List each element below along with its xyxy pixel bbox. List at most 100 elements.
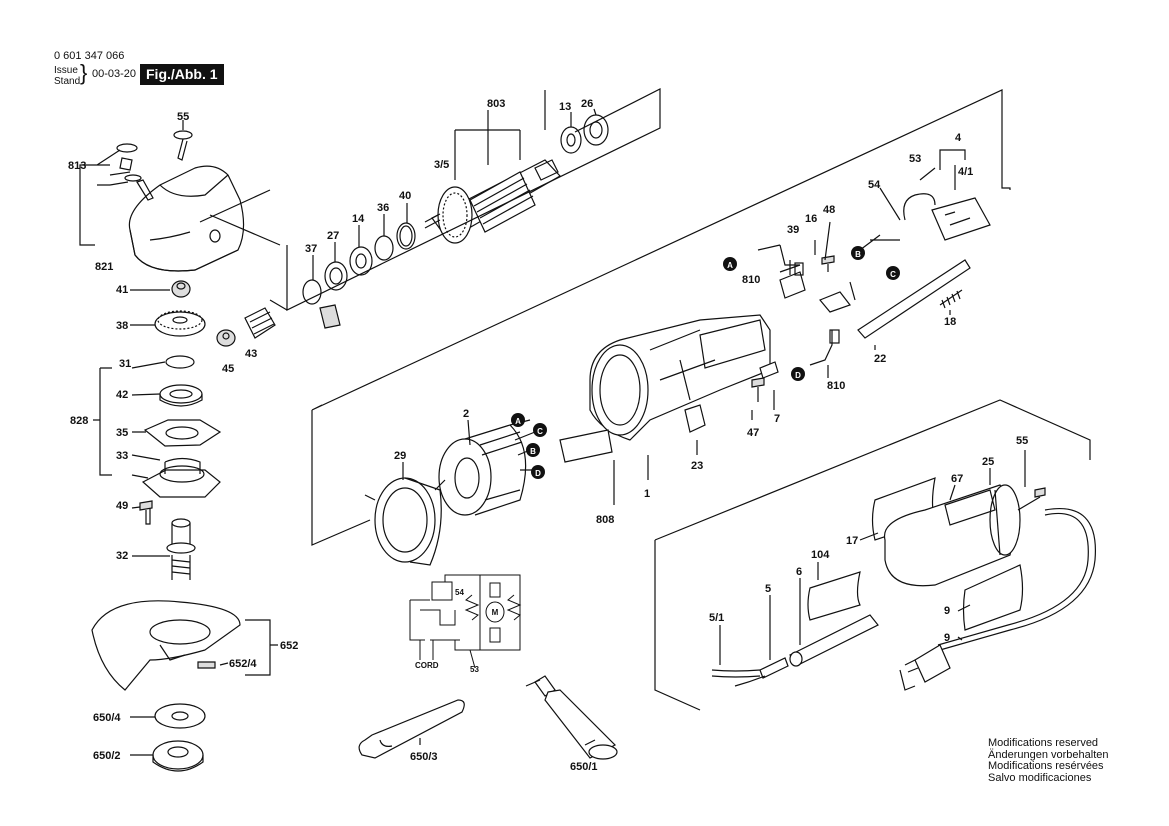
nut-650-2 <box>152 740 204 772</box>
screw-55-top <box>173 130 193 161</box>
label-23: 23 <box>691 460 703 472</box>
svg-text:C: C <box>890 270 896 279</box>
schematic-motor-symbol: M <box>492 608 499 617</box>
connector-C-top: C <box>886 266 900 280</box>
issue-date: 00-03-20 <box>92 68 137 80</box>
label-55-right: 55 <box>1016 435 1028 447</box>
wire-53 <box>859 193 936 251</box>
modifications-line-es: Salvo modificaciones <box>988 771 1092 784</box>
label-47: 47 <box>747 427 759 439</box>
brush-810b <box>809 329 840 366</box>
label-652: 652 <box>280 640 298 652</box>
connector-A-field: A <box>511 413 525 427</box>
svg-text:A: A <box>727 261 733 270</box>
nameplate-67 <box>944 489 996 526</box>
guard-652 <box>91 600 241 691</box>
screw-49 <box>139 500 153 525</box>
handle-650-1 <box>525 675 618 760</box>
label-42: 42 <box>116 389 128 401</box>
accessory-frame <box>654 399 1091 711</box>
label-650-3: 650/3 <box>410 751 438 763</box>
leader-lines-left <box>79 120 278 756</box>
svg-text:A: A <box>515 417 521 426</box>
washer-36 <box>374 235 394 261</box>
stand-label: Stand <box>54 76 81 87</box>
label-4: 4 <box>955 132 962 144</box>
label-821: 821 <box>95 261 113 273</box>
label-49: 49 <box>116 500 128 512</box>
screw-48 <box>821 255 835 272</box>
label-16: 16 <box>805 213 817 225</box>
label-6: 6 <box>796 566 802 578</box>
leader-lines-switch <box>402 149 966 505</box>
part-number: 0 601 347 066 <box>54 50 125 62</box>
label-45: 45 <box>222 363 234 375</box>
bevel-gear-38 <box>154 310 206 337</box>
label-40: 40 <box>399 190 411 202</box>
connector-C-field: C <box>533 423 547 437</box>
label-810-top: 810 <box>742 274 760 286</box>
armature-frame <box>199 88 661 311</box>
label-33: 33 <box>116 450 128 462</box>
svg-text:D: D <box>795 371 801 380</box>
connector-B-top: B <box>851 246 865 260</box>
label-2: 2 <box>463 408 469 420</box>
connector-D-field: D <box>531 465 545 479</box>
leader-lines-armature <box>312 90 597 280</box>
bearing-42 <box>159 384 203 407</box>
screw-55-right <box>1017 487 1046 511</box>
label-650-2: 650/2 <box>93 750 121 762</box>
svg-text:B: B <box>855 250 861 259</box>
modifications-line-fr: Modifications resérvées <box>988 760 1104 772</box>
motor-housing-1 <box>589 314 771 441</box>
wires-5-1 <box>711 669 766 687</box>
label-5-1: 5/1 <box>709 612 724 624</box>
flange-650-4 <box>154 703 206 729</box>
label-27: 27 <box>327 230 339 242</box>
bearing-flange-33 <box>141 457 221 498</box>
brace-glyph: } <box>80 60 88 85</box>
brush-810a <box>757 244 804 276</box>
schematic-label-54: 54 <box>455 588 464 597</box>
label-55-top: 55 <box>177 111 189 123</box>
label-31: 31 <box>119 358 131 370</box>
fan-baffle-29 <box>364 477 446 566</box>
insulation-808 <box>559 429 613 463</box>
cable-5 <box>759 657 789 679</box>
nut-41 <box>171 280 191 298</box>
label-5: 5 <box>765 583 771 595</box>
field-2 <box>438 419 536 516</box>
label-17: 17 <box>846 535 858 547</box>
figure-label: Fig./Abb. 1 <box>140 64 224 85</box>
spring-washer-40 <box>396 222 416 250</box>
label-54: 54 <box>868 179 881 191</box>
label-813: 813 <box>68 160 86 172</box>
modifications-line-de: Änderungen vorbehalten <box>988 748 1109 761</box>
label-810-mid: 810 <box>827 380 845 392</box>
spindle-lock <box>116 143 154 201</box>
svg-text:C: C <box>537 427 543 436</box>
label-828: 828 <box>70 415 88 427</box>
part-labels: 55 813 821 41 38 45 43 31 42 828 35 33 4… <box>68 98 1028 773</box>
modifications-line-en: Modifications reserved <box>988 737 1099 749</box>
label-3-5: 3/5 <box>434 159 449 171</box>
label-41: 41 <box>116 284 128 296</box>
clip-7 <box>759 361 779 379</box>
label-22: 22 <box>874 353 886 365</box>
bearing-26 <box>583 114 609 146</box>
svg-text:D: D <box>535 469 541 478</box>
label-53: 53 <box>909 153 921 165</box>
label-1: 1 <box>644 488 650 500</box>
label-104: 104 <box>811 549 830 561</box>
label-36: 36 <box>377 202 389 214</box>
label-9 <box>962 564 1024 631</box>
label-38: 38 <box>116 320 128 332</box>
connector-markers: A B C D A C B D <box>511 246 900 479</box>
label-14: 14 <box>352 213 365 225</box>
cord-9 <box>899 508 1097 691</box>
label-7: 7 <box>774 413 780 425</box>
label-13: 13 <box>559 101 571 113</box>
cover-23 <box>684 404 706 433</box>
issue-stand-labels: Issue Stand <box>54 65 80 87</box>
